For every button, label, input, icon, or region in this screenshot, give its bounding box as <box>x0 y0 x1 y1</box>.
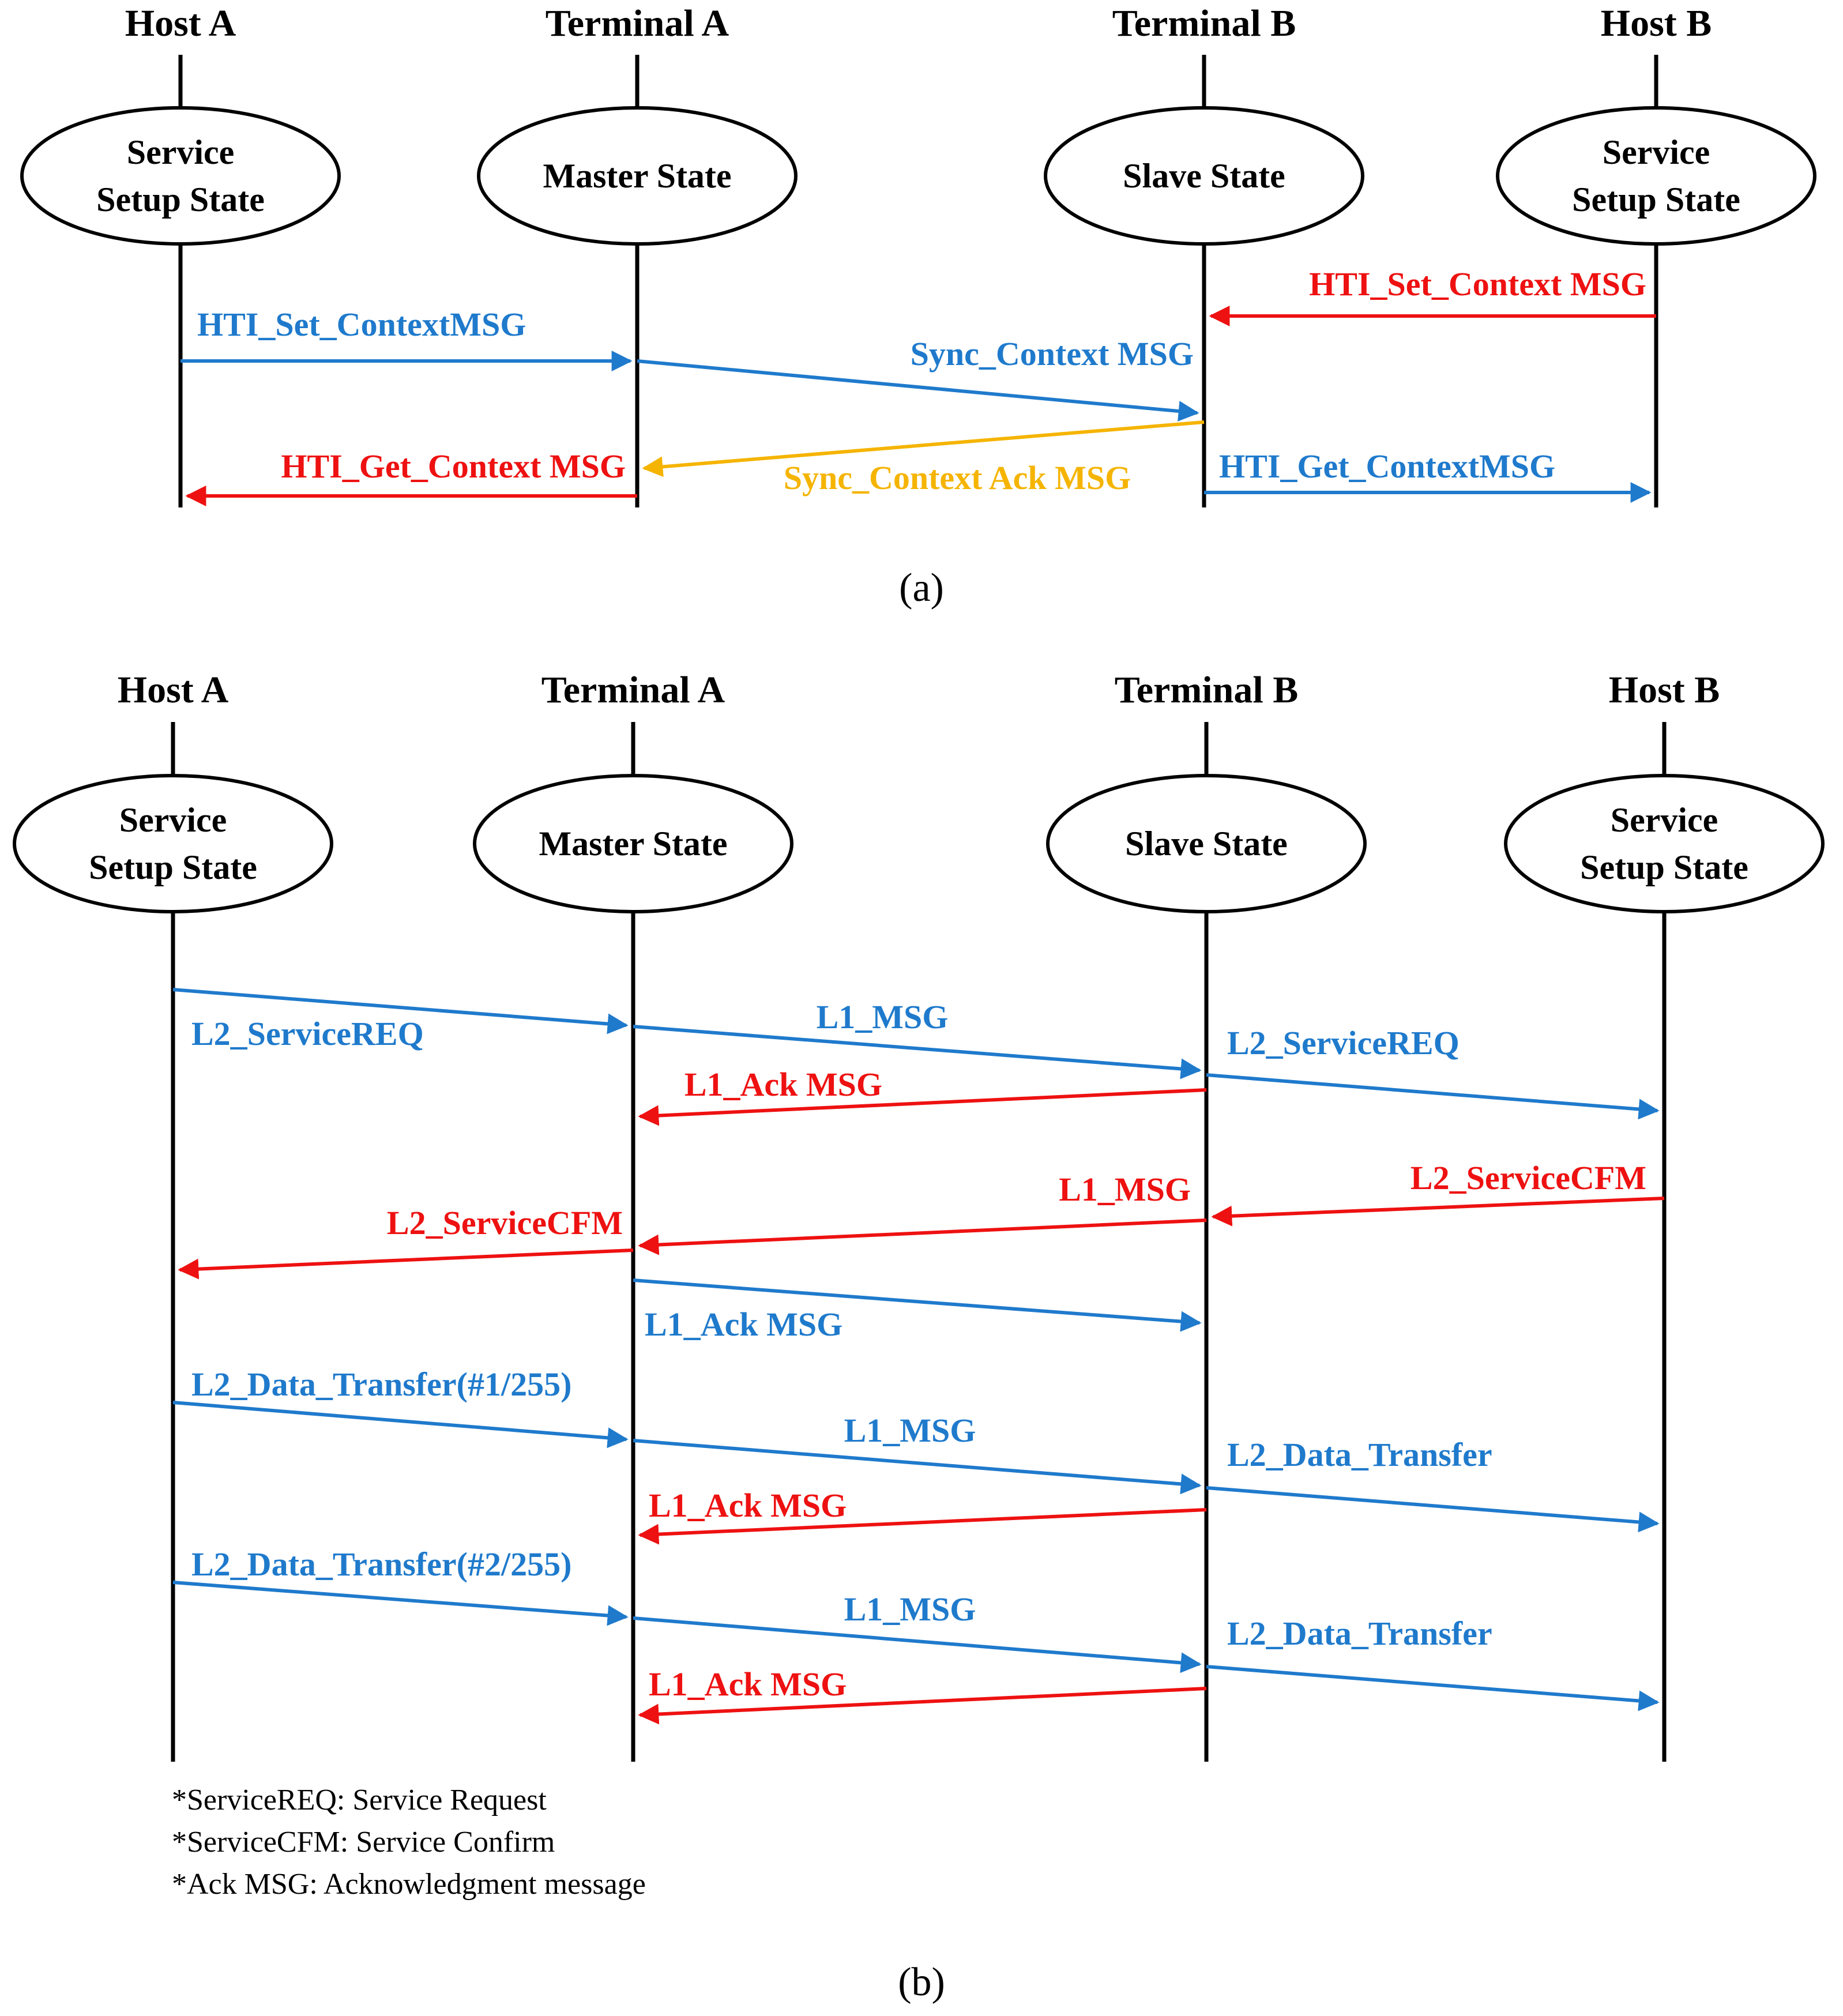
message-arrow <box>172 1581 629 1626</box>
message-label: L2_Data_Transfer(#2/255) <box>191 1545 571 1583</box>
host-b-state-label: Setup State <box>1572 180 1740 219</box>
message-label: L1_MSG <box>1059 1171 1191 1208</box>
host-b-state-label: Service <box>1603 133 1710 171</box>
host-a-title: Host A <box>125 2 236 44</box>
terminal-b-state-ellipse <box>1046 774 1367 913</box>
panel-b-caption: (b) <box>898 1960 945 2004</box>
host-b-state-label: Service <box>1611 801 1718 839</box>
message-arrow <box>172 1401 629 1449</box>
message-label: L2_ServiceCFM <box>387 1204 623 1242</box>
message-arrow <box>1211 1197 1665 1227</box>
message-label: L2_ServiceREQ <box>1227 1024 1460 1062</box>
host-a-state-ellipse <box>13 774 333 913</box>
terminal-a-state-ellipse <box>477 106 798 246</box>
message-label: L2_ServiceCFM <box>1411 1159 1646 1197</box>
terminal-a-state-label: Master State <box>539 825 727 863</box>
terminal-b-state-label: Slave State <box>1123 157 1285 195</box>
terminal-b-title: Terminal B <box>1115 669 1298 711</box>
message-label: L1_Ack MSG <box>649 1665 847 1703</box>
message-arrow <box>633 1439 1202 1495</box>
host-a-state-label: Service <box>127 133 235 171</box>
message-label: Sync_Context MSG <box>911 335 1194 373</box>
host-a-state-label: Service <box>119 801 227 839</box>
terminal-b-title: Terminal B <box>1112 2 1296 44</box>
message-label: L1_MSG <box>844 1590 976 1628</box>
message-arrow <box>638 1088 1207 1126</box>
message-arrow <box>633 1616 1202 1673</box>
message-label: L2_Data_Transfer <box>1227 1615 1492 1652</box>
host-b-state-label: Setup State <box>1580 848 1748 886</box>
message-arrow <box>633 1025 1202 1080</box>
host-a-state-label: Setup State <box>96 180 265 219</box>
terminal-b-state-label: Slave State <box>1125 825 1288 863</box>
message-arrow <box>638 1218 1207 1255</box>
host-a-state-label: Setup State <box>89 848 257 886</box>
message-label: L1_MSG <box>844 1412 976 1449</box>
terminal-a-state-ellipse <box>473 774 793 913</box>
message-arrow <box>1206 1486 1660 1533</box>
panel-a-caption: (a) <box>899 566 944 610</box>
terminal-a-title: Terminal A <box>541 669 725 711</box>
message-arrow <box>642 420 1205 477</box>
host-b-state-ellipse <box>1496 106 1816 246</box>
message-label: L2_Data_Transfer <box>1227 1436 1492 1473</box>
terminal-b-state-ellipse <box>1044 106 1364 246</box>
message-arrow <box>172 988 629 1035</box>
message-label: HTI_Set_ContextMSG <box>197 306 526 343</box>
message-label: HTI_Get_Context MSG <box>281 447 626 485</box>
terminal-a-state-label: Master State <box>543 157 731 195</box>
host-b-title: Host B <box>1601 2 1712 44</box>
message-arrow <box>1206 1073 1660 1120</box>
message-label: L1_MSG <box>817 998 949 1036</box>
host-a-title: Host A <box>118 669 229 711</box>
message-label: L1_Ack MSG <box>684 1066 882 1103</box>
message-arrow <box>638 1508 1207 1545</box>
message-label: L2_Data_Transfer(#1/255) <box>191 1366 571 1403</box>
host-b-state-ellipse <box>1504 774 1825 913</box>
message-label: HTI_Get_ContextMSG <box>1219 447 1555 485</box>
message-label: L2_ServiceREQ <box>191 1015 424 1052</box>
message-label: L1_Ack MSG <box>649 1487 847 1524</box>
footnote: *Ack MSG: Acknowledgment message <box>172 1868 646 1901</box>
host-a-state-ellipse <box>20 106 341 246</box>
host-b-title: Host B <box>1609 669 1720 711</box>
footnote: *ServiceREQ: Service Request <box>172 1784 547 1816</box>
terminal-a-title: Terminal A <box>546 2 729 44</box>
message-label: L1_Ack MSG <box>645 1306 842 1343</box>
message-arrow <box>1206 1665 1660 1712</box>
message-arrow <box>638 1687 1207 1725</box>
message-arrow <box>633 1278 1202 1332</box>
message-label: Sync_Context Ack MSG <box>784 459 1131 497</box>
message-arrow <box>178 1248 634 1280</box>
message-arrow <box>637 359 1199 422</box>
footnote: *ServiceCFM: Service Confirm <box>172 1826 555 1859</box>
message-label: HTI_Set_Context MSG <box>1309 265 1646 303</box>
